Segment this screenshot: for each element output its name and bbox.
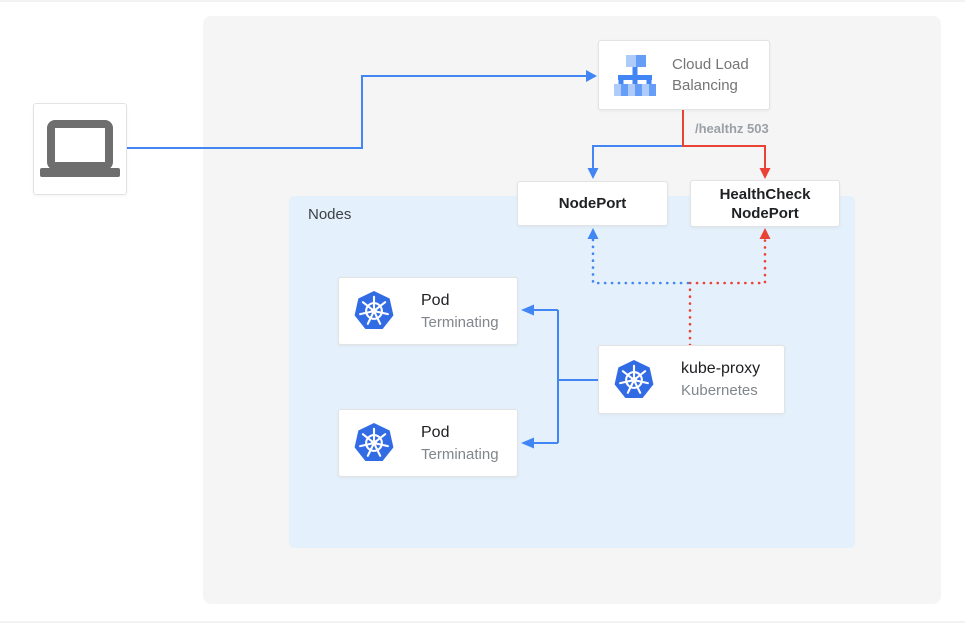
healthcheck-nodeport-card: HealthCheck NodePort	[690, 180, 840, 227]
laptop-icon	[40, 120, 120, 178]
pod-title: Pod	[421, 423, 450, 441]
client-card	[33, 103, 127, 195]
nodes-group-label: Nodes	[308, 206, 352, 223]
kubernetes-icon	[613, 359, 655, 401]
pod-card-1: Pod Terminating	[338, 277, 518, 345]
kube-proxy-card: kube-proxy Kubernetes	[598, 345, 785, 414]
healthz-status-label: /healthz 503	[695, 121, 769, 136]
bottom-divider	[0, 621, 965, 623]
pod-title: Pod	[421, 291, 450, 309]
kubernetes-icon	[353, 422, 395, 464]
kube-proxy-subtitle: Kubernetes	[681, 382, 758, 399]
top-divider	[0, 0, 965, 2]
kube-proxy-title: kube-proxy	[681, 360, 761, 377]
pod-card-2: Pod Terminating	[338, 409, 518, 477]
nodeport-card: NodePort	[517, 181, 668, 226]
load-balancer-label: Cloud Load Balancing	[672, 56, 749, 94]
pod-status: Terminating	[421, 313, 499, 331]
healthcheck-nodeport-label: HealthCheck NodePort	[719, 185, 811, 222]
nodeport-label: NodePort	[558, 195, 627, 212]
load-balancer-card: Cloud Load Balancing	[598, 40, 770, 110]
kubernetes-icon	[353, 290, 395, 332]
load-balancer-icon	[612, 53, 658, 97]
pod-status: Terminating	[421, 445, 499, 463]
